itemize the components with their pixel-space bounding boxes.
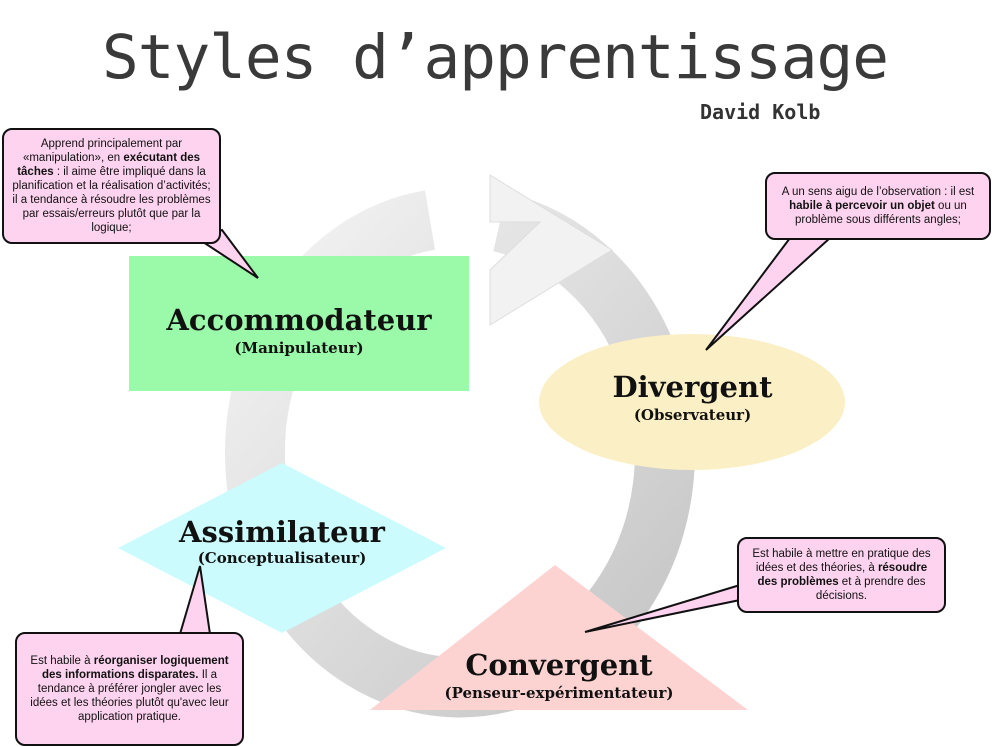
callout-text: A un sens aigu de l’observation : il est — [781, 186, 975, 198]
callout-text: : il aime être impliqué dans la planific… — [12, 166, 211, 234]
callout-text: Est habile à mettre en pratique des idée… — [752, 548, 931, 574]
callout-bold: habile à percevoir un objet — [789, 200, 935, 212]
style-role: (Conceptualisateur) — [197, 549, 367, 567]
author: David Kolb — [700, 100, 821, 124]
callout-text: ou un problème sous différents angles; — [795, 200, 967, 226]
style-role: (Penseur-expérimentateur) — [444, 684, 674, 702]
style-role: (Manipulateur) — [234, 339, 364, 357]
assimilateur-label: Assimilateur (Conceptualisateur) — [118, 515, 446, 567]
accommodateur-label: Accommodateur (Manipulateur) — [129, 303, 469, 357]
callout-accommodateur: Apprend principalement par «manipulation… — [2, 128, 221, 244]
callout-bold: réorganiser logiquement des informations… — [41, 655, 229, 681]
divergent-label: Divergent (Observateur) — [540, 370, 845, 424]
callout-text: et à prendre des décisions. — [815, 576, 926, 602]
callout-bold: résoudre des problèmes — [757, 562, 928, 588]
style-name: Divergent — [612, 370, 773, 404]
convergent-label: Convergent (Penseur-expérimentateur) — [370, 648, 748, 702]
callout-convergent: Est habile à mettre en pratique des idée… — [737, 537, 946, 613]
callout-text: Est habile à — [30, 655, 94, 667]
divergent-ellipse — [539, 334, 845, 470]
style-name: Accommodateur — [166, 303, 432, 337]
style-role: (Observateur) — [633, 406, 752, 424]
callout-bold: exécutant des tâches — [17, 152, 201, 178]
callout-divergent: A un sens aigu de l’observation : il est… — [765, 172, 991, 240]
convergent-triangle — [370, 565, 748, 710]
style-name: Assimilateur — [179, 515, 385, 549]
callout-text: Il a tendance à préférer jongler avec le… — [30, 669, 229, 723]
accommodateur-box — [129, 256, 469, 391]
callout-text: Apprend principalement par «manipulation… — [22, 138, 183, 164]
page-title: Styles d’apprentissage — [102, 22, 889, 93]
style-name: Convergent — [465, 648, 653, 682]
callout-assimilateur: Est habile à réorganiser logiquement des… — [15, 632, 244, 746]
